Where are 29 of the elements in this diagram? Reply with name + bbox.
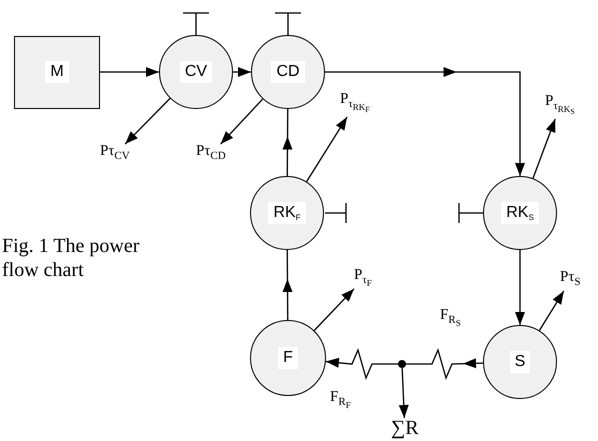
power-label: ∑R	[391, 418, 419, 441]
flow-arrow	[282, 250, 293, 320]
flow-arrow	[406, 348, 484, 380]
power-label: Pτ$_{CD}$	[196, 144, 226, 165]
power-label: Pτ$_{CV}$	[100, 144, 130, 165]
node-label: RK$_{S}$	[501, 202, 539, 224]
flow-arrow	[326, 348, 398, 380]
flow-arrow	[233, 67, 251, 77]
loss-arrow	[398, 368, 409, 418]
node-label: RK$_{F}$	[268, 202, 306, 224]
motor-box	[14, 36, 100, 108]
flow-arrow	[325, 67, 525, 176]
loss-arrow	[124, 98, 171, 144]
loss-arrow	[220, 98, 264, 144]
node-label: S	[510, 351, 530, 373]
flow-arrow	[282, 109, 292, 176]
junction-dot	[398, 360, 406, 368]
node-label: M	[45, 61, 69, 83]
loss-arrow	[538, 290, 564, 331]
flow-arrow	[100, 67, 159, 77]
loss-arrow	[306, 116, 348, 182]
flow-arrow	[515, 250, 525, 325]
loss-arrow	[532, 118, 556, 179]
figure-caption: Fig. 1 The power flow chart	[2, 234, 140, 282]
power-label: Pτ$_{S}$	[560, 270, 580, 291]
node-label: CD	[271, 61, 305, 83]
node-label: CV	[180, 61, 212, 83]
node-label: F	[278, 347, 298, 369]
loss-arrow	[314, 288, 354, 331]
